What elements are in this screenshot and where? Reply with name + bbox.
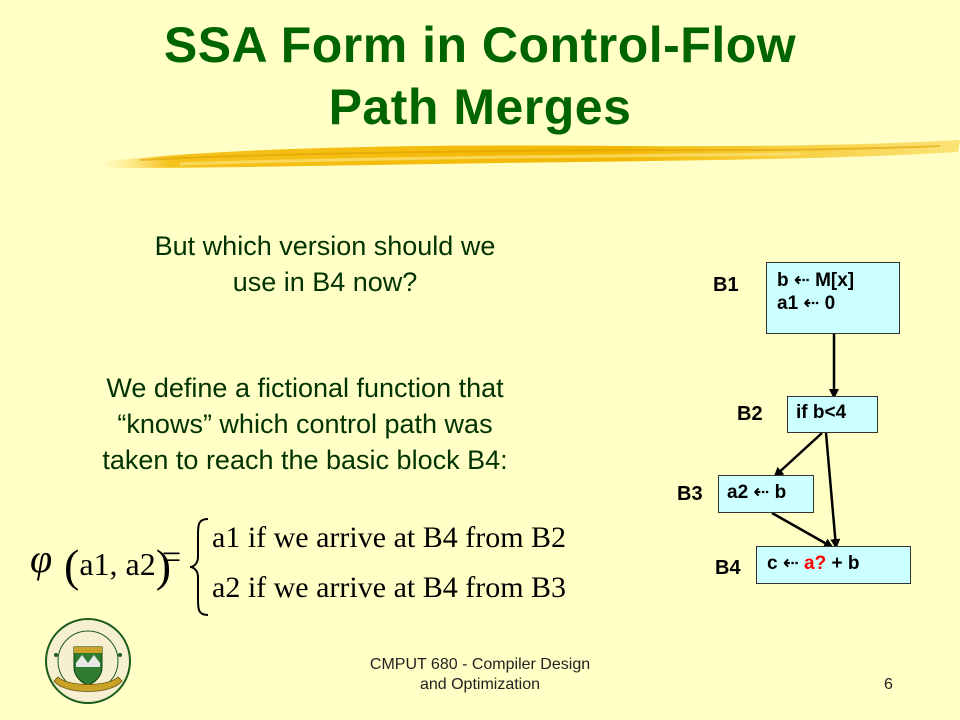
- b2-instruction-1: if b<4: [796, 402, 847, 423]
- slide-footer: CMPUT 680 - Compiler Design and Optimiza…: [300, 655, 660, 695]
- footer-line-1: CMPUT 680 - Compiler Design: [369, 656, 591, 673]
- question-paragraph: But which version should we use in B4 no…: [30, 228, 620, 300]
- definition-paragraph: We define a fictional function that “kno…: [20, 370, 590, 478]
- phi-symbol: φ: [30, 536, 53, 581]
- b4-instruction-1: c ⇠ a? + b: [767, 552, 900, 575]
- b4-prefix: c ⇠: [767, 553, 805, 574]
- phi-args-text: a1, a2: [79, 546, 156, 582]
- left-brace: [189, 518, 209, 616]
- university-of-alberta-seal-logo: [45, 618, 131, 704]
- slide-title: SSA Form in Control-Flow Path Merges: [40, 14, 920, 138]
- b1-instruction-1: b ⇠ M[x]: [777, 270, 855, 291]
- block-label-b4: B4: [715, 557, 741, 579]
- block-label-b2: B2: [737, 403, 763, 425]
- formula-case-b3: a2 if we arrive at B4 from B3: [212, 571, 567, 604]
- title-line-1: SSA Form in Control-Flow: [163, 17, 797, 73]
- block-label-b3: B3: [677, 483, 703, 505]
- equals-sign: =: [162, 539, 182, 576]
- title-underline-brush: [100, 140, 960, 168]
- question-line-1: But which version should we: [154, 231, 496, 261]
- edge-b3-b4: [771, 511, 834, 549]
- basic-block-b2: if b<4: [787, 396, 878, 433]
- edge-b2-b4: [824, 432, 841, 549]
- footer-line-2: and Optimization: [419, 676, 541, 693]
- definition-line-3: taken to reach the basic block B4:: [102, 445, 508, 475]
- b4-unknown-version: a?: [804, 553, 827, 574]
- definition-line-2: “knows” which control path was: [117, 409, 493, 439]
- basic-block-b3: a2 ⇠ b: [718, 475, 814, 513]
- edge-b2-b3: [773, 432, 823, 478]
- basic-block-b4: c ⇠ a? + b: [756, 546, 911, 584]
- basic-block-b1: b ⇠ M[x] a1 ⇠ 0: [766, 262, 900, 334]
- page-number: 6: [884, 676, 893, 693]
- b4-suffix: + b: [826, 553, 860, 574]
- b3-instruction-1: a2 ⇠ b: [727, 482, 787, 503]
- phi-arguments: (a1, a2): [64, 540, 172, 591]
- title-line-2: Path Merges: [328, 79, 632, 135]
- phi-function-formula: φ (a1, a2) = a1 if we arrive at B4 from …: [30, 515, 630, 616]
- definition-line-1: We define a fictional function that: [106, 373, 504, 403]
- formula-case-b2: a1 if we arrive at B4 from B2: [212, 521, 567, 554]
- b1-instruction-2: a1 ⇠ 0: [777, 293, 836, 314]
- question-line-2: use in B4 now?: [232, 267, 418, 297]
- block-label-b1: B1: [713, 274, 739, 296]
